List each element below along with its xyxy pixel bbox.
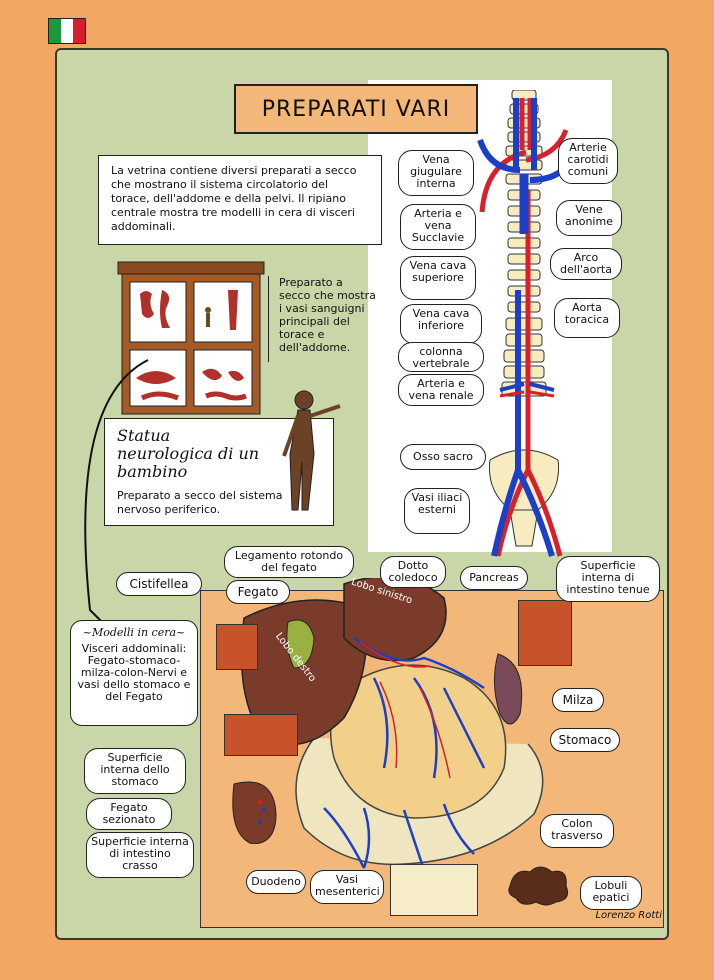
label-text: Cistifellea [129, 577, 189, 591]
label-text: Colon trasverso [551, 817, 603, 842]
label-superficie-crasso: Superficie interna di intestino crasso [86, 832, 194, 878]
label-text: Vasi iliaci esterni [411, 491, 463, 516]
lobuli-illustration [508, 866, 569, 906]
statue-text: Preparato a secco del sistema nervoso pe… [117, 489, 283, 516]
label-duodeno: Duodeno [246, 870, 306, 894]
label-stomaco: Stomaco [550, 728, 620, 752]
label-text: Arteria e vena renale [408, 377, 474, 402]
label-pancreas: Pancreas [460, 566, 528, 590]
label-milza: Milza [552, 688, 604, 712]
label-vena-giugulare: Vena giugulare interna [398, 150, 474, 196]
label-text: Vene anonime [565, 203, 613, 228]
preparato-callout: Preparato a secco che mostra i vasi sang… [268, 276, 377, 362]
label-lobuli: Lobuli epatici [580, 876, 642, 910]
label-vasi-mesenterici: Vasi mesenterici [310, 870, 384, 904]
liver-section-illustration [232, 781, 277, 844]
label-superficie-tenue: Superficie interna di intestino tenue [556, 556, 660, 602]
intestine-sample-left [216, 624, 258, 670]
label-fegato: Fegato [226, 580, 290, 604]
label-arteria-succlavie: Arteria e vena Succlavie [400, 204, 476, 250]
label-superficie-stomaco: Superficie interna dello stomaco [84, 748, 186, 794]
label-text: Osso sacro [413, 450, 473, 463]
abdominal-organs-illustration [240, 578, 544, 871]
intro-text: La vetrina contiene diversi preparati a … [111, 164, 357, 233]
page-title-banner: PREPARATI VARI [234, 84, 478, 134]
label-text: Superficie interna di intestino tenue [566, 559, 650, 596]
label-text: Arco dell'aorta [560, 251, 612, 276]
statue-figure-illustration [282, 390, 341, 511]
label-fegato-sezionato: Fegato sezionato [86, 798, 172, 830]
label-text: colonna vertebrale [412, 345, 470, 370]
label-text: Superficie interna dello stomaco [100, 751, 170, 788]
label-text: Vasi mesenterici [315, 873, 380, 898]
label-text: Fegato [237, 585, 279, 599]
stomach-sample [224, 714, 298, 756]
label-vasi-iliaci: Vasi iliaci esterni [404, 488, 470, 534]
skeleton-vessels-illustration [477, 90, 573, 557]
label-aorta-toracica: Aorta toracica [554, 298, 620, 338]
label-text: Duodeno [251, 875, 301, 888]
label-text: Vena cava inferiore [412, 307, 470, 332]
connector-line [84, 359, 149, 631]
display-case-illustration [117, 261, 265, 415]
label-text: Vena cava superiore [409, 259, 467, 284]
italian-flag-icon[interactable] [48, 18, 86, 44]
label-text: Vena giugulare interna [410, 153, 462, 190]
label-cistifellea: Cistifellea [116, 572, 202, 596]
label-text: Stomaco [558, 733, 612, 747]
label-vene-anonime: Vene anonime [556, 200, 622, 236]
label-text: Dotto coledoco [388, 559, 438, 584]
label-arco-aorta: Arco dell'aorta [550, 248, 622, 280]
duodeno-sample [390, 864, 478, 916]
label-colon: Colon trasverso [540, 814, 614, 848]
preparato-text: Preparato a secco che mostra i vasi sang… [279, 276, 376, 354]
label-vena-cava-inf: Vena cava inferiore [400, 304, 482, 344]
intestine-sample-right [518, 600, 572, 666]
label-text: Lobuli epatici [592, 879, 630, 904]
label-text: Milza [562, 693, 594, 707]
label-osso-sacro: Osso sacro [400, 444, 486, 470]
modelli-text: Visceri addominali: Fegato-stomaco-milza… [77, 642, 191, 703]
intro-text-box: La vetrina contiene diversi preparati a … [98, 155, 382, 245]
label-vena-cava-sup: Vena cava superiore [400, 256, 476, 300]
label-legamento: Legamento rotondo del fegato [224, 546, 354, 578]
label-arteria-renale: Arteria e vena renale [398, 374, 484, 406]
label-colonna: colonna vertebrale [398, 342, 484, 372]
label-text: Superficie interna di intestino crasso [91, 835, 189, 872]
label-text: Pancreas [469, 571, 519, 584]
artist-signature: Lorenzo Rotti [595, 910, 662, 921]
label-text: Fegato sezionato [102, 801, 156, 826]
page-title: PREPARATI VARI [261, 96, 451, 122]
label-arterie-carotidi: Arterie carotidi comuni [558, 138, 618, 184]
label-text: Legamento rotondo del fegato [234, 549, 344, 574]
label-dotto: Dotto coledoco [380, 556, 446, 588]
label-text: Arterie carotidi comuni [567, 141, 609, 178]
statue-title: Statua neurologica di un bambino [117, 426, 260, 481]
modelli-title: ~Modelli in cera~ [82, 626, 186, 639]
label-text: Arteria e vena Succlavie [411, 207, 465, 244]
modelli-box: ~Modelli in cera~ Visceri addominali: Fe… [70, 620, 198, 726]
label-text: Aorta toracica [564, 301, 610, 326]
